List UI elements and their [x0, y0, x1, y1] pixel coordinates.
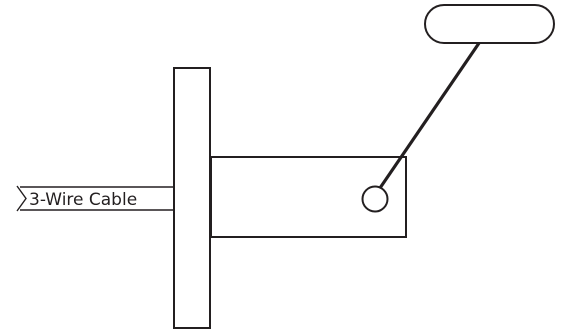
port-circle [361, 185, 389, 213]
leader-line [378, 26, 492, 189]
housing-body [210, 156, 407, 238]
mounting-plate [173, 67, 211, 329]
cable-cut-end [16, 185, 27, 212]
callout-box [424, 4, 555, 44]
cable-label: 3-Wire Cable [29, 190, 137, 210]
cable-wire [20, 186, 173, 211]
